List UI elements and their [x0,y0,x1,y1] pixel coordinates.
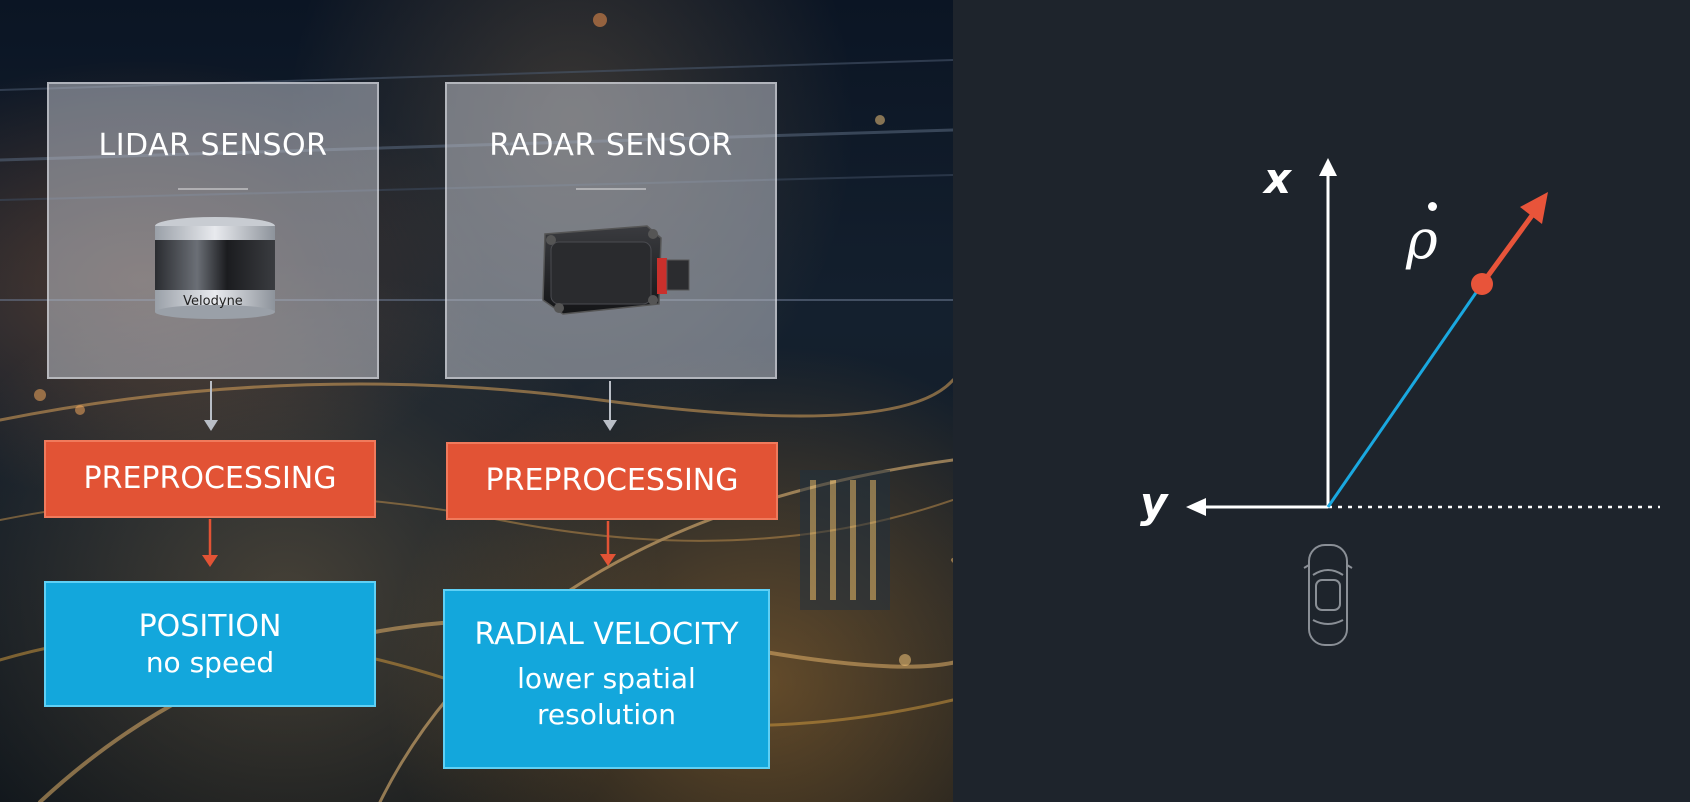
y-axis-label: y [1140,478,1168,527]
sensor-pipeline-panel: LIDAR SENSOR [0,0,953,802]
radar-sensor-card: RADAR SENSOR [445,82,777,379]
radar-output-title: RADIAL VELOCITY [474,617,739,652]
radar-output-subtitle-line2: resolution [536,698,676,731]
lidar-brand-label: Velodyne [183,294,243,309]
x-axis-label: x [1264,154,1292,203]
pipeline-connectors [202,381,617,567]
radial-velocity-arrow-line [1479,208,1539,286]
lidar-sensor-title: LIDAR SENSOR [98,128,328,163]
target-point [1471,273,1493,295]
radial-velocity-dot-accent [1428,202,1437,211]
x-axis-arrowhead [1319,158,1337,176]
lidar-preprocessing-box: PREPROCESSING [44,440,376,518]
lidar-device-icon [155,217,275,319]
lidar-output-title: POSITION [138,609,282,644]
y-axis-arrowhead [1186,498,1206,516]
lidar-output-box: POSITION no speed [44,581,376,707]
coordinate-diagram-panel [953,0,1690,802]
lidar-preprocessing-to-output-arrow [202,519,218,567]
radar-output-subtitle-line1: lower spatial [517,662,696,695]
lidar-sensor-card: LIDAR SENSOR [47,82,379,379]
radar-sensor-to-preprocessing-arrow [603,381,617,431]
radial-velocity-arrowhead [1520,192,1548,224]
lidar-sensor-to-preprocessing-arrow [204,381,218,431]
radar-device-icon [542,225,690,315]
radar-sensor-title: RADAR SENSOR [489,128,733,163]
radar-preprocessing-box: PREPROCESSING [446,442,778,520]
radar-title-divider [576,188,646,190]
radial-range-line [1326,283,1484,508]
radar-output-box: RADIAL VELOCITY lower spatial resolution [443,589,770,769]
lidar-output-subtitle: no speed [145,646,275,679]
radar-preprocessing-to-output-arrow [600,521,616,566]
ego-car-icon [1303,544,1353,646]
lidar-title-divider [178,188,248,190]
radial-velocity-symbol: ρ [1406,208,1438,271]
